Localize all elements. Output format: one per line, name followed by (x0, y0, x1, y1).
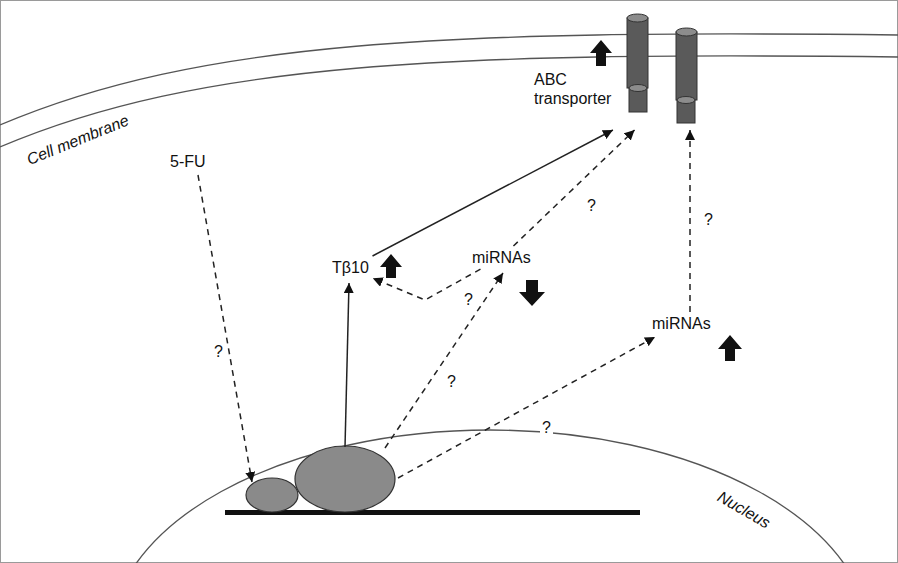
up-block-arrow (590, 40, 612, 66)
membrane-inner-line (0, 56, 898, 147)
membrane-label: Cell membrane (22, 110, 133, 170)
question-mark: ? (585, 196, 598, 215)
membrane-outer-line (0, 34, 898, 125)
transcription-complex (295, 446, 395, 512)
mirna-label: miRNAs (648, 312, 715, 335)
question-mark: ? (462, 290, 475, 309)
level-change-arrows (380, 40, 742, 361)
dna-strand (225, 510, 640, 515)
transcription-factor (246, 478, 298, 512)
dashed-arrow (513, 130, 634, 246)
question-mark: ? (445, 372, 458, 391)
node-text: 5-FU (170, 152, 206, 171)
up-block-arrow (380, 254, 402, 278)
question-mark: ? (540, 418, 553, 437)
question-mark: ? (702, 210, 715, 229)
abc-transporter-symbol (627, 14, 697, 123)
question-mark: ? (212, 342, 225, 361)
up-block-arrow (718, 335, 742, 361)
solid-arrow (345, 283, 349, 447)
nucleus-outline (110, 430, 870, 563)
node-text: ABC transporter (534, 70, 622, 108)
mirna-label: miRNAs (468, 246, 535, 269)
solid-arrow (373, 130, 613, 256)
node-text: miRNAs (472, 248, 531, 267)
dashed-arrow (689, 130, 691, 312)
transporter-group: ABC transporter (530, 10, 705, 130)
nucleus-label: Nucleus (712, 486, 775, 534)
protein-label: Tβ10 (328, 256, 373, 279)
dashed-arrow (198, 175, 252, 482)
pathway-lines (198, 175, 655, 482)
down-block-arrow (519, 280, 545, 306)
drug-label: 5-FU (166, 150, 210, 173)
node-text: miRNAs (652, 314, 711, 333)
dashed-arrow (398, 337, 655, 478)
dashed-arrow (385, 273, 503, 448)
node-text: Tβ10 (332, 258, 369, 277)
